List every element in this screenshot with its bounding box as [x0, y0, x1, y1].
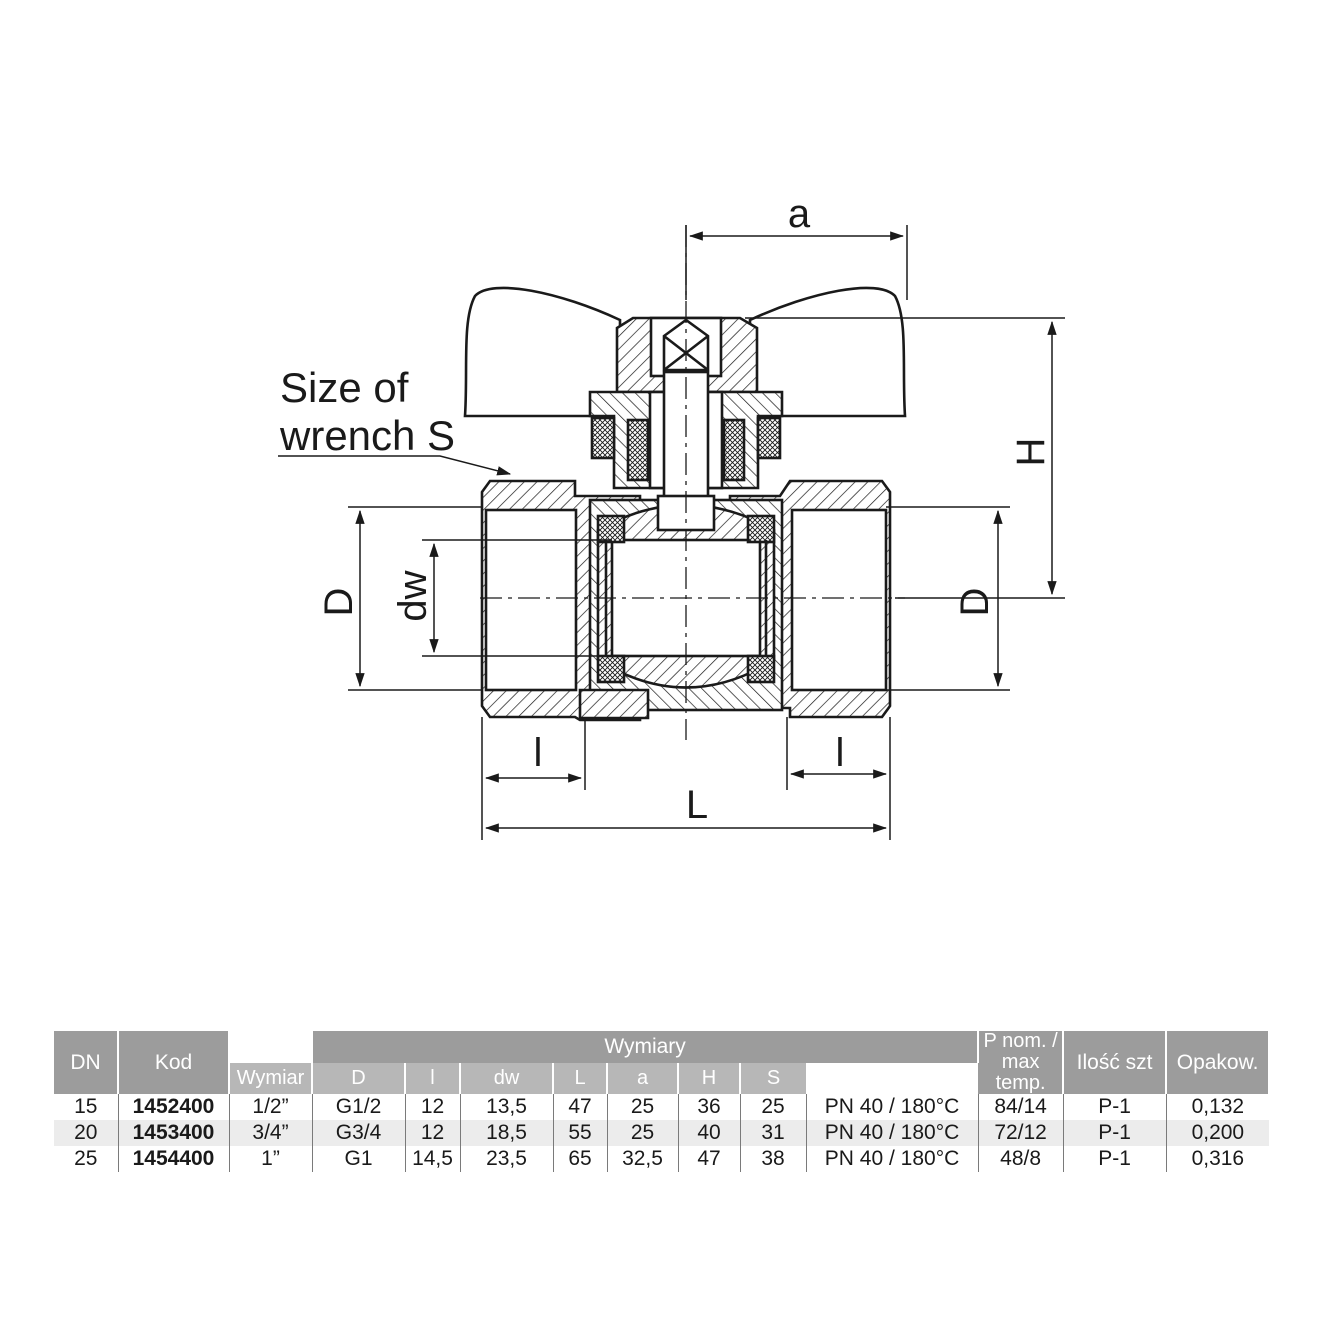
cell-dw: 23,5 — [460, 1146, 554, 1172]
cell-dn: 20 — [54, 1120, 119, 1146]
header-dn: DN — [54, 1031, 119, 1094]
cell-dn: 15 — [54, 1094, 119, 1120]
header-D: D — [312, 1062, 406, 1094]
cell-l: 12 — [405, 1120, 461, 1146]
cell-l: 12 — [405, 1094, 461, 1120]
cell-L: 47 — [553, 1094, 608, 1120]
header-kod: Kod — [118, 1031, 230, 1094]
cell-pn: PN 40 / 180°C — [806, 1120, 979, 1146]
cell-H: 36 — [678, 1094, 741, 1120]
cell-waga: 0,200 — [1166, 1120, 1270, 1146]
cell-a: 25 — [607, 1094, 679, 1120]
cell-pn: PN 40 / 180°C — [806, 1146, 979, 1172]
cell-S: 31 — [740, 1120, 807, 1146]
cell-ilosc: 72/12 — [978, 1120, 1064, 1146]
cell-opak: P-1 — [1063, 1094, 1167, 1120]
cell-ilosc: 84/14 — [978, 1094, 1064, 1120]
cell-opak: P-1 — [1063, 1146, 1167, 1172]
cell-dw: 18,5 — [460, 1120, 554, 1146]
dim-label-D-left: D — [317, 588, 361, 617]
header-blank — [229, 1031, 313, 1063]
header-L: L — [553, 1062, 608, 1094]
cell-waga: 0,132 — [1191, 1095, 1245, 1118]
cell-L: 65 — [553, 1146, 608, 1172]
header-wymiary: Wymiary — [312, 1031, 980, 1063]
cell-L: 55 — [553, 1120, 608, 1146]
header-wymiar: Wymiar — [229, 1062, 313, 1094]
cell-kod: 1453400 — [118, 1120, 230, 1146]
dim-label-dw: dw — [391, 570, 435, 621]
cell-waga: 0,316 — [1191, 1147, 1245, 1170]
valve-drawing: a H D dw D l l L Size of wrench S — [278, 192, 1065, 840]
dim-label-a: a — [788, 192, 811, 236]
header-ilosc: Ilość szt — [1063, 1031, 1168, 1094]
wrench-label-line1: Size of — [280, 364, 409, 411]
header-waga-line1: Waga — [1270, 1040, 1322, 1063]
cell-pn: PN 40 / 180°C — [806, 1094, 979, 1120]
dim-label-D-right: D — [953, 588, 997, 617]
header-S: S — [740, 1062, 806, 1094]
cell-a: 32,5 — [607, 1146, 679, 1172]
cell-S: 25 — [740, 1094, 807, 1120]
cell-H: 47 — [678, 1146, 741, 1172]
cell-l: 14,5 — [405, 1146, 461, 1172]
header-pnom-line2: temp. — [995, 1072, 1046, 1094]
cell-kod: 1454400 — [118, 1146, 230, 1172]
dim-label-L: L — [686, 783, 708, 827]
dim-label-l-left: l — [534, 731, 543, 775]
table-row: 25 1454400 1” G1 14,5 23,5 65 32,5 47 38… — [54, 1146, 1269, 1172]
cell-dn: 25 — [54, 1146, 119, 1172]
cell-a: 25 — [607, 1120, 679, 1146]
cell-ilosc: 48/8 — [978, 1146, 1064, 1172]
table-row: 15 1452400 1/2” G1/2 12 13,5 47 25 36 25… — [54, 1094, 1269, 1120]
cell-D: G1 — [312, 1146, 406, 1172]
header-opakow: Opakow. — [1166, 1031, 1271, 1094]
header-dw: dw — [460, 1062, 554, 1094]
header-a: a — [607, 1062, 679, 1094]
cell-H: 40 — [678, 1120, 741, 1146]
butterfly-handle — [463, 286, 622, 418]
cell-D: G3/4 — [312, 1120, 406, 1146]
table-row: 20 1453400 3/4” G3/4 12 18,5 55 25 40 31… — [54, 1120, 1270, 1146]
cell-opak: P-1 — [1063, 1120, 1167, 1146]
cell-D: G1/2 — [312, 1094, 406, 1120]
header-waga-line2: netto — [1270, 1061, 1315, 1084]
cell-dw: 13,5 — [460, 1094, 554, 1120]
dim-label-H: H — [1009, 438, 1053, 467]
header-H: H — [678, 1062, 741, 1094]
dim-label-l-right: l — [836, 731, 845, 775]
cell-wymiar: 3/4” — [229, 1120, 313, 1146]
cell-wymiar: 1/2” — [229, 1094, 313, 1120]
wrench-label-line2: wrench S — [279, 412, 455, 459]
cell-kod: 1452400 — [118, 1094, 230, 1120]
header-pnom-line1: P nom. / max — [983, 1030, 1058, 1073]
header-l: l — [405, 1062, 461, 1094]
cell-S: 38 — [740, 1146, 807, 1172]
cell-wymiar: 1” — [229, 1146, 313, 1172]
